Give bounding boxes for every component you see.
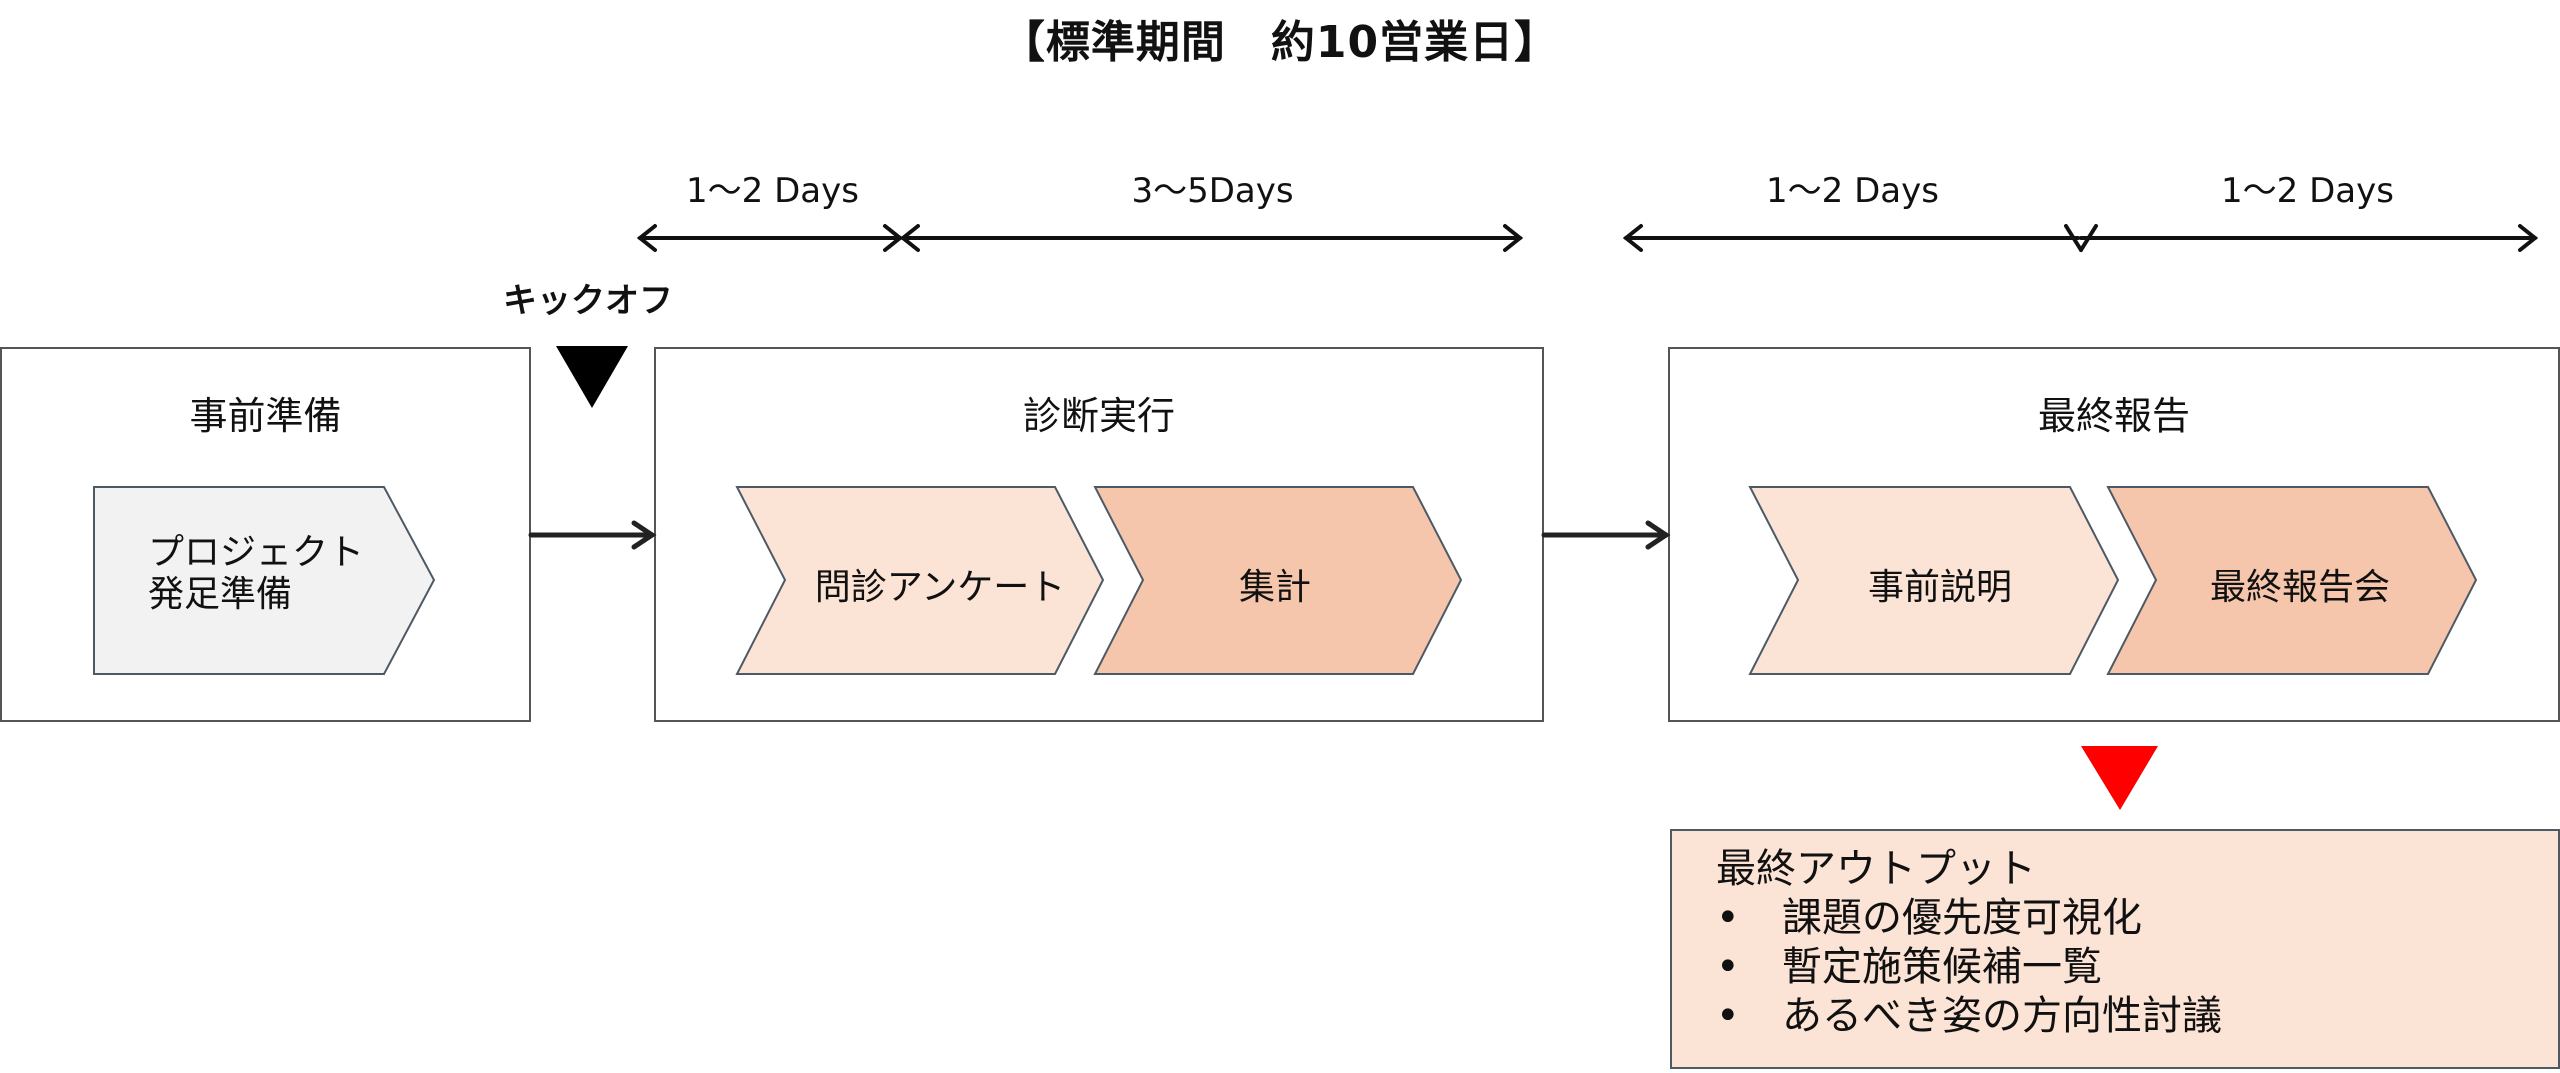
step-label-final-meeting: 最終報告会 [2209,567,2390,608]
step-label-survey: 問診アンケート [814,567,1066,608]
duration-label-final-report: 1～2 Days [2221,171,2394,211]
phase-title-preparation: 事前準備 [189,394,342,438]
connector-arrow-2 [1541,520,1671,550]
kickoff-label: キックオフ [503,281,673,321]
duration-label-kickoff-phase: 1～2 Days [686,171,859,211]
step-shape-pre-brief [1748,486,2120,675]
kickoff-marker-icon [556,346,628,408]
duration-arrow-4 [2079,224,2539,252]
duration-arrow-3 [1622,224,2083,252]
final-output-heading: 最終アウトプット [1716,846,2036,892]
phase-title-diagnosis: 診断実行 [1022,394,1175,438]
final-output-item: 課題の優先度可視化 [1716,894,2514,943]
step-shape-aggregation [1093,486,1463,675]
duration-arrow-2 [899,224,1524,252]
connector-arrow-1 [528,520,657,550]
duration-label-pre-brief: 1～2 Days [1766,171,1939,211]
step-shape-project-setup [93,486,436,675]
duration-label-survey-phase: 3～5Days [1131,171,1294,211]
step-label-project-setup: プロジェクト 発足準備 [148,532,364,616]
step-label-line1: プロジェクト [148,532,365,573]
step-shape-survey [735,486,1105,675]
diagram-title: 【標準期間 約10営業日】 [1000,17,1560,68]
phase-title-final-report: 最終報告 [2037,394,2190,438]
step-label-line2: 発足準備 [148,574,293,615]
duration-arrow-1 [636,224,904,252]
step-shape-final-meeting [2106,486,2478,675]
step-label-pre-brief: 事前説明 [1867,567,2012,608]
final-output-box: 最終アウトプット 課題の優先度可視化 暫定施策候補一覧 あるべき姿の方向性討議 [1670,829,2560,1069]
final-output-list: 課題の優先度可視化 暫定施策候補一覧 あるべき姿の方向性討議 [1716,894,2514,1041]
step-label-aggregation: 集計 [1238,567,1311,608]
final-output-item: 暫定施策候補一覧 [1716,943,2514,992]
final-output-item: あるべき姿の方向性討議 [1716,992,2514,1041]
output-marker-icon [2081,746,2158,810]
